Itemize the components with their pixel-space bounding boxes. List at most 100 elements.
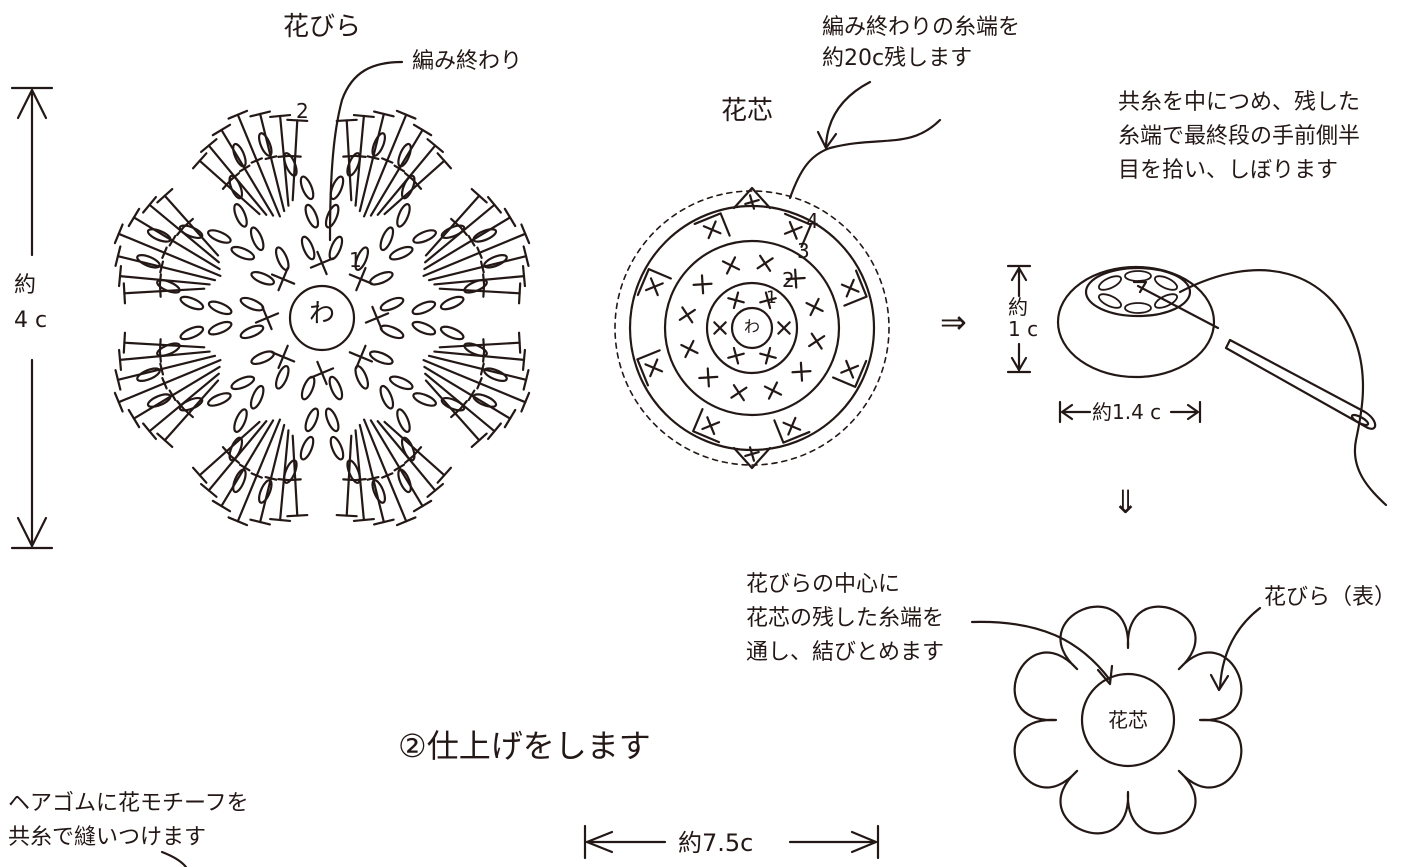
- double-crochet-stitch: [117, 265, 123, 288]
- double-crochet-stitch: [427, 354, 528, 381]
- chain-stitch: [299, 435, 315, 461]
- chain-stitch: [368, 350, 394, 366]
- petal-8: [191, 109, 320, 292]
- double-crochet-stitch: [291, 119, 299, 202]
- double-crochet-stitch: [376, 144, 437, 216]
- round3-single-crochet: [845, 278, 855, 298]
- double-crochet-stitch: [362, 418, 408, 523]
- round2-single-crochet: [808, 335, 826, 348]
- right-arrow-icon: ⇒: [940, 303, 967, 341]
- yarn-through: [1136, 284, 1220, 330]
- round2-single-crochet: [678, 308, 696, 321]
- petal-end-label: 編み終わり: [412, 49, 523, 74]
- chain-stitch: [239, 324, 265, 340]
- double-crochet-stitch: [118, 350, 211, 361]
- single-crochet-stitch: [355, 266, 367, 292]
- double-crochet-stitch: [122, 331, 127, 354]
- chain-stitch: [379, 384, 395, 410]
- double-crochet-stitch: [114, 245, 122, 267]
- double-crochet-stitch: [352, 517, 375, 523]
- double-crochet-stitch: [426, 138, 445, 154]
- round2-single-crochet: [791, 370, 812, 374]
- double-crochet-stitch: [198, 159, 261, 216]
- tail-yarn: [788, 118, 942, 200]
- double-crochet-stitch: [127, 408, 141, 429]
- double-crochet-stitch: [517, 331, 522, 354]
- double-crochet-stitch: [118, 275, 211, 286]
- double-crochet-stitch: [424, 194, 481, 257]
- double-crochet-stitch: [220, 419, 275, 508]
- double-crochet-stitch: [114, 369, 122, 391]
- single-crochet-stitch: [270, 273, 296, 285]
- double-crochet-stitch: [158, 349, 162, 363]
- petal-title: 花びら: [283, 12, 362, 42]
- double-crochet-stitch: [426, 482, 445, 498]
- double-crochet-stitch: [422, 232, 527, 278]
- double-crochet-stitch: [249, 518, 271, 526]
- double-crochet-stitch: [383, 420, 446, 477]
- double-crochet-stitch: [424, 372, 496, 433]
- double-crochet-stitch: [381, 157, 394, 164]
- double-crochet-stitch: [522, 245, 530, 267]
- double-crochet-stitch: [482, 284, 486, 298]
- double-crochet-stitch: [373, 518, 395, 526]
- center-ring-label: わ: [744, 317, 761, 336]
- chain-stitch: [233, 408, 248, 433]
- gather-note: 共糸を中につめ、残した 糸端で最終段の手前側半 目を拾い、しぼります: [1118, 90, 1361, 184]
- double-crochet-stitch: [482, 338, 486, 352]
- finish-title: ②仕上げをします: [398, 727, 651, 765]
- center-tail-note: 編み終わりの糸端を 約20c残します: [822, 15, 1021, 72]
- petal-magic-ring: [288, 284, 356, 352]
- double-crochet-stitch: [424, 379, 481, 442]
- round4-decrease: [732, 186, 772, 210]
- double-crochet-stitch: [517, 282, 522, 305]
- double-crochet-stitch: [354, 429, 365, 522]
- double-crochet-stitch: [412, 499, 433, 513]
- chain-stitch: [411, 320, 437, 336]
- chain-stitch: [300, 235, 316, 261]
- chain-stitch: [388, 375, 414, 391]
- double-crochet-stitch: [264, 475, 278, 481]
- petal-7: [113, 187, 280, 331]
- round1-single-crochet: [777, 321, 791, 335]
- double-crochet-stitch: [424, 203, 496, 264]
- double-crochet-stitch: [148, 203, 220, 264]
- round3-single-crochet: [788, 220, 798, 240]
- double-crochet-stitch: [229, 454, 240, 464]
- double-crochet-stitch: [211, 123, 232, 137]
- double-crochet-stitch: [159, 260, 165, 274]
- double-crochet-stitch: [450, 408, 461, 419]
- double-crochet-stitch: [373, 110, 395, 118]
- double-crochet-stitch: [476, 377, 483, 390]
- chain-stitch: [250, 270, 276, 286]
- double-crochet-stitch: [482, 349, 486, 363]
- chain-stitch: [472, 228, 498, 243]
- petal-6: [113, 320, 296, 449]
- petal-3: [364, 305, 531, 449]
- double-crochet-stitch: [207, 144, 268, 216]
- double-crochet-stitch: [249, 110, 271, 118]
- finish-note: ヘアゴムに花モチーフを 共糸で縫いつけます: [8, 791, 249, 851]
- double-crochet-stitch: [199, 138, 218, 154]
- petal-4: [324, 344, 453, 527]
- round3-post-stitch: [832, 359, 868, 388]
- center-crochet-chart: [614, 80, 942, 470]
- chain-stitch: [354, 246, 370, 272]
- chain-stitch: [324, 407, 340, 433]
- double-crochet-stitch: [479, 260, 485, 274]
- double-crochet-stitch: [433, 275, 526, 286]
- double-crochet-stitch: [486, 422, 502, 441]
- double-crochet-stitch: [227, 516, 249, 527]
- gather-width-label: 約1.4 c: [1092, 400, 1162, 424]
- round4-decrease: [732, 446, 772, 470]
- chain-stitch: [233, 203, 248, 228]
- double-crochet-stitch: [353, 154, 367, 158]
- double-crochet-stitch: [412, 123, 433, 137]
- chain-stitch: [207, 392, 232, 407]
- double-crochet-stitch: [122, 282, 127, 305]
- double-crochet-stitch: [221, 446, 232, 457]
- chain-stitch: [412, 392, 437, 407]
- double-crochet-stitch: [161, 246, 168, 259]
- chain-stitch: [379, 296, 405, 312]
